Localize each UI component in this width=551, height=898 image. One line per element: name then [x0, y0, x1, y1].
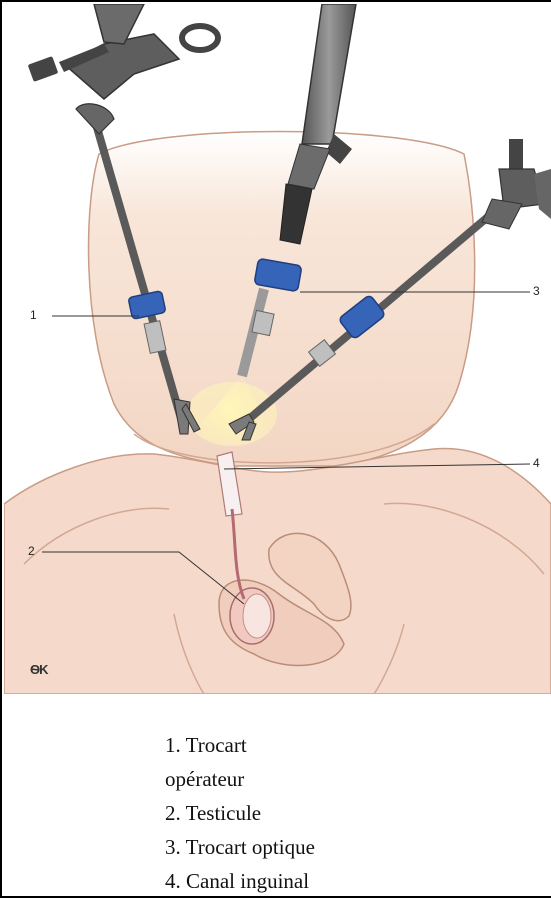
legend-item-2: 2. Testicule: [165, 796, 315, 830]
legend: 1. Trocart opérateur 2. Testicule 3. Tro…: [165, 728, 315, 898]
callout-4: 4: [533, 456, 540, 470]
callout-3: 3: [533, 284, 540, 298]
callout-1: 1: [30, 308, 37, 322]
legend-item-1-cont: opérateur: [165, 762, 315, 796]
laparoscopy-illustration: [4, 4, 551, 694]
legend-item-4: 4. Canal inguinal: [165, 864, 315, 898]
legend-item-3: 3. Trocart optique: [165, 830, 315, 864]
callout-2: 2: [28, 544, 35, 558]
legend-item-1: 1. Trocart: [165, 728, 315, 762]
artist-signature: ѲK: [30, 662, 48, 677]
